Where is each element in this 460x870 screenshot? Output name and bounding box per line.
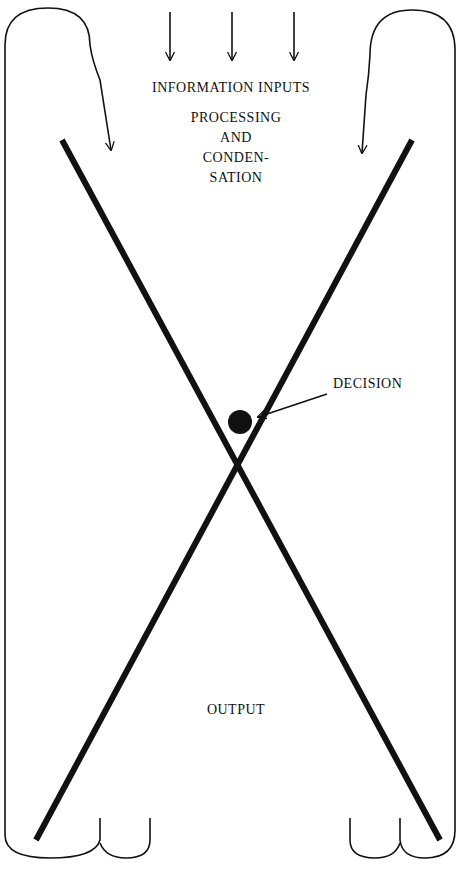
feedback-loop	[5, 818, 100, 858]
stage-label: PROCESSING AND CONDEN- SATION	[171, 108, 301, 188]
decision-pointer	[258, 394, 327, 417]
feedback-loop	[400, 818, 455, 858]
funnel-arm	[36, 140, 412, 840]
output-label: OUTPUT	[207, 700, 265, 720]
decision-point	[228, 410, 252, 434]
input-label: INFORMATION INPUTS	[152, 78, 310, 98]
feedback-loop	[362, 10, 455, 830]
funnel-arm	[62, 140, 440, 840]
feedback-loop	[5, 8, 111, 835]
feedback-loop	[350, 818, 400, 858]
decision-label: DECISION	[333, 374, 402, 394]
input-arrow	[169, 12, 171, 60]
feedback-loop	[100, 818, 150, 858]
input-arrow	[231, 12, 233, 60]
input-arrow	[293, 12, 295, 60]
